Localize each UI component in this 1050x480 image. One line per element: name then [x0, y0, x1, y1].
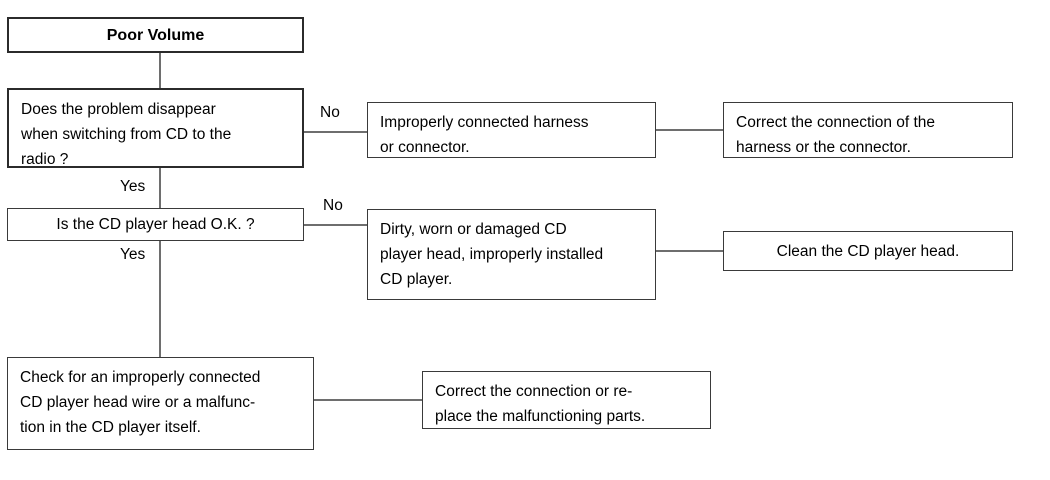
node-start[interactable]: Poor Volume: [7, 17, 304, 53]
connector-cause1-to-remedy1: [655, 129, 724, 131]
node-cause-2-label: Dirty, worn or damaged CD player head, i…: [380, 221, 604, 288]
node-remedy-1[interactable]: Correct the connection of the harness or…: [723, 102, 1013, 158]
edge-label-yes-2: Yes: [117, 246, 149, 264]
node-cause-1[interactable]: Improperly connected harness or connecto…: [367, 102, 656, 158]
node-remedy-1-label: Correct the connection of the harness or…: [736, 114, 936, 156]
node-remedy-3-label: Correct the connection or re- place the …: [435, 383, 646, 425]
node-start-label: Poor Volume: [106, 26, 205, 44]
node-remedy-2-label: Clean the CD player head.: [776, 242, 960, 260]
node-cause-3-label: Check for an improperly connected CD pla…: [20, 369, 261, 436]
node-remedy-3[interactable]: Correct the connection or re- place the …: [422, 371, 711, 429]
node-decision-1[interactable]: Does the problem disappear when switchin…: [7, 88, 304, 168]
connector-decision1-to-decision2: [159, 167, 161, 209]
node-cause-2[interactable]: Dirty, worn or damaged CD player head, i…: [367, 209, 656, 300]
edge-label-yes-1: Yes: [117, 178, 149, 196]
node-decision-2-label: Is the CD player head O.K. ?: [56, 216, 255, 233]
edge-label-no-1: No: [317, 104, 343, 122]
edge-label-no-2: No: [320, 197, 346, 215]
node-cause-1-label: Improperly connected harness or connecto…: [380, 114, 589, 156]
connector-decision2-to-cause3: [159, 240, 161, 358]
connector-decision2-no: [303, 224, 368, 226]
node-remedy-2[interactable]: Clean the CD player head.: [723, 231, 1013, 271]
connector-decision1-no: [303, 131, 368, 133]
connector-start-to-decision1: [159, 52, 161, 90]
node-decision-1-label: Does the problem disappear when switchin…: [21, 101, 232, 168]
node-decision-2[interactable]: Is the CD player head O.K. ?: [7, 208, 304, 241]
connector-cause3-to-remedy3: [313, 399, 423, 401]
node-cause-3[interactable]: Check for an improperly connected CD pla…: [7, 357, 314, 450]
connector-cause2-to-remedy2: [655, 250, 724, 252]
